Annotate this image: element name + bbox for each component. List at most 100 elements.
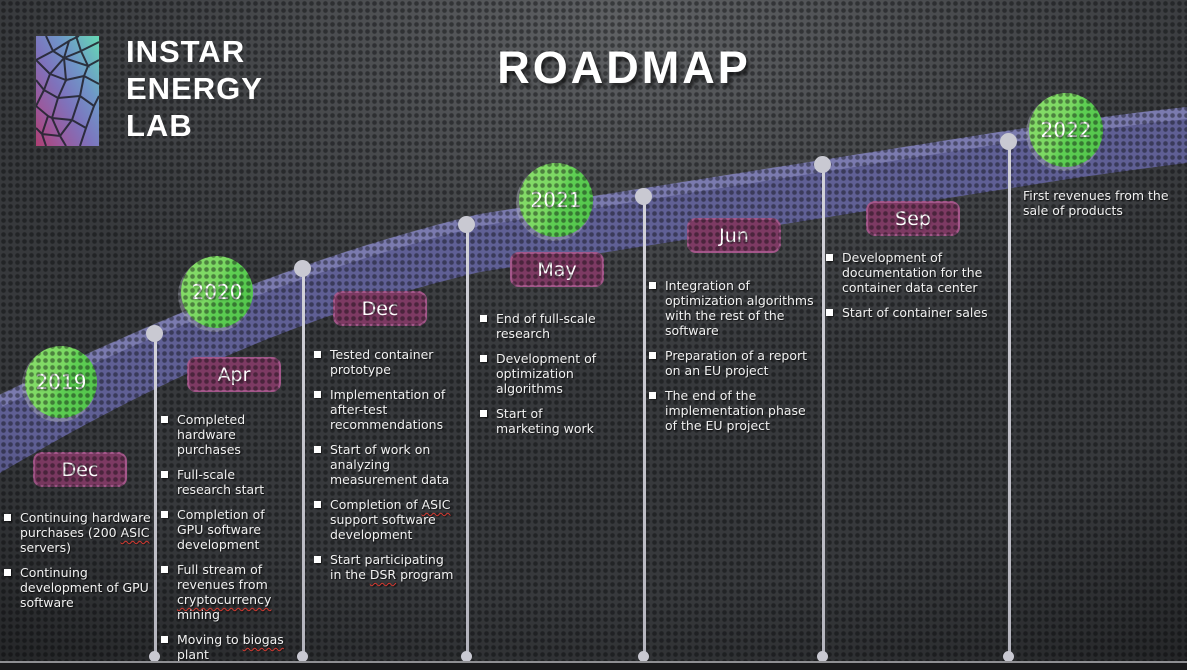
item-text: Implementation of after-test recommendat… xyxy=(330,387,446,432)
month-badge-sep-5: Sep xyxy=(866,201,960,236)
item-text: First revenues from the sale of products xyxy=(1023,188,1169,218)
bullet-square-icon xyxy=(649,352,656,359)
month-label: Apr xyxy=(217,363,251,386)
year-label: 2019 xyxy=(35,370,87,394)
item-text: The end of the implementation phase of t… xyxy=(665,388,806,433)
bullet-square-icon xyxy=(649,282,656,289)
month-badge-apr-1: Apr xyxy=(187,357,281,392)
list-item: Completion of GPU software development xyxy=(161,507,289,552)
bullet-square-icon xyxy=(4,569,11,576)
list-item: Start participating in the DSR program xyxy=(314,552,454,582)
item-text: Development of optimization algorithms xyxy=(496,351,597,396)
logo-wordmark: INSTAR ENERGY LAB xyxy=(126,33,263,144)
milestone-list-5: Integration of optimization algorithms w… xyxy=(649,278,821,443)
month-badge-dec-2: Dec xyxy=(333,291,427,326)
bullet-square-icon xyxy=(649,392,656,399)
list-item: Continuing hardware purchases (200 ASIC … xyxy=(4,510,156,555)
year-circle-2019: 2019 xyxy=(25,346,97,418)
year-circle-2020: 2020 xyxy=(181,256,253,328)
list-item: Start of work on analyzing measurement d… xyxy=(314,442,454,487)
page-title: ROADMAP xyxy=(497,42,751,93)
month-badge-may-3: May xyxy=(510,252,604,287)
list-item: Continuing development of GPU software xyxy=(4,565,156,610)
list-item: Implementation of after-test recommendat… xyxy=(314,387,454,432)
timeline-connector-5 xyxy=(822,164,825,656)
list-item: Start of container sales xyxy=(826,305,988,320)
timeline-connector-2 xyxy=(302,268,305,656)
bullet-square-icon xyxy=(4,514,11,521)
logo-line-2: ENERGY xyxy=(126,71,263,106)
connector-top-dot-icon xyxy=(1000,133,1017,150)
timeline-connector-3 xyxy=(466,224,469,656)
item-text: Start participating in the DSR program xyxy=(330,552,454,582)
month-label: May xyxy=(537,258,577,281)
list-item: Integration of optimization algorithms w… xyxy=(649,278,821,338)
logo-mark xyxy=(36,36,99,146)
list-item: First revenues from the sale of products xyxy=(1023,188,1175,218)
connector-top-dot-icon xyxy=(635,188,652,205)
milestone-list-1: Continuing hardware purchases (200 ASIC … xyxy=(4,510,156,620)
item-text: Continuing hardware purchases (200 ASIC … xyxy=(20,510,151,555)
year-label: 2021 xyxy=(530,188,582,212)
bullet-square-icon xyxy=(161,511,168,518)
bullet-square-icon xyxy=(161,636,168,643)
list-item: Moving to biogas plant xyxy=(161,632,289,662)
item-text: End of full-scale research xyxy=(496,311,596,341)
item-text: Moving to biogas plant xyxy=(177,632,284,662)
connector-top-dot-icon xyxy=(294,260,311,277)
connector-top-dot-icon xyxy=(814,156,831,173)
logo-line-1: INSTAR xyxy=(126,34,246,69)
list-item: The end of the implementation phase of t… xyxy=(649,388,821,433)
list-item: Development of documentation for the con… xyxy=(826,250,988,295)
bullet-square-icon xyxy=(161,471,168,478)
item-text: Preparation of a report on an EU project xyxy=(665,348,808,378)
bullet-square-icon xyxy=(314,351,321,358)
connector-top-dot-icon xyxy=(146,325,163,342)
milestone-list-7: First revenues from the sale of products xyxy=(1023,188,1175,228)
list-item: Development of optimization algorithms xyxy=(480,351,610,396)
year-circle-2021: 2021 xyxy=(519,163,593,237)
month-label: Sep xyxy=(895,207,931,230)
list-item: Full-scale research start xyxy=(161,467,289,497)
bullet-square-icon xyxy=(161,416,168,423)
bullet-square-icon xyxy=(480,355,487,362)
timeline-connector-6 xyxy=(1008,141,1011,656)
item-text: Development of documentation for the con… xyxy=(842,250,983,295)
item-text: Tested container prototype xyxy=(330,347,434,377)
bullet-square-icon xyxy=(480,315,487,322)
list-item: Completion of ASIC support software deve… xyxy=(314,497,454,542)
timeline-connector-4 xyxy=(643,196,646,656)
item-text: Full-scale research start xyxy=(177,467,265,497)
milestone-list-6: Development of documentation for the con… xyxy=(826,250,988,330)
bullet-square-icon xyxy=(314,556,321,563)
bullet-square-icon xyxy=(826,254,833,261)
month-badge-dec-0: Dec xyxy=(33,452,127,487)
bullet-square-icon xyxy=(314,446,321,453)
connector-top-dot-icon xyxy=(458,216,475,233)
bullet-square-icon xyxy=(826,309,833,316)
item-text: Full stream of revenues from cryptocurre… xyxy=(177,562,272,622)
item-text: Start of marketing work xyxy=(496,406,594,436)
slide-bottom-edge xyxy=(0,661,1187,670)
month-label: Dec xyxy=(361,297,399,320)
list-item: Completed hardware purchases xyxy=(161,412,289,457)
year-label: 2022 xyxy=(1040,118,1092,142)
list-item: Full stream of revenues from cryptocurre… xyxy=(161,562,289,622)
list-item: Tested container prototype xyxy=(314,347,454,377)
item-text: Integration of optimization algorithms w… xyxy=(665,278,814,338)
list-item: Start of marketing work xyxy=(480,406,610,436)
item-text: Completed hardware purchases xyxy=(177,412,246,457)
year-label: 2020 xyxy=(191,280,243,304)
item-text: Start of container sales xyxy=(842,305,988,320)
month-label: Dec xyxy=(61,458,99,481)
month-badge-jun-4: Jun xyxy=(687,218,781,253)
bullet-square-icon xyxy=(161,566,168,573)
month-label: Jun xyxy=(719,224,749,247)
item-text: Continuing development of GPU software xyxy=(20,565,149,610)
bullet-square-icon xyxy=(314,501,321,508)
list-item: End of full-scale research xyxy=(480,311,610,341)
